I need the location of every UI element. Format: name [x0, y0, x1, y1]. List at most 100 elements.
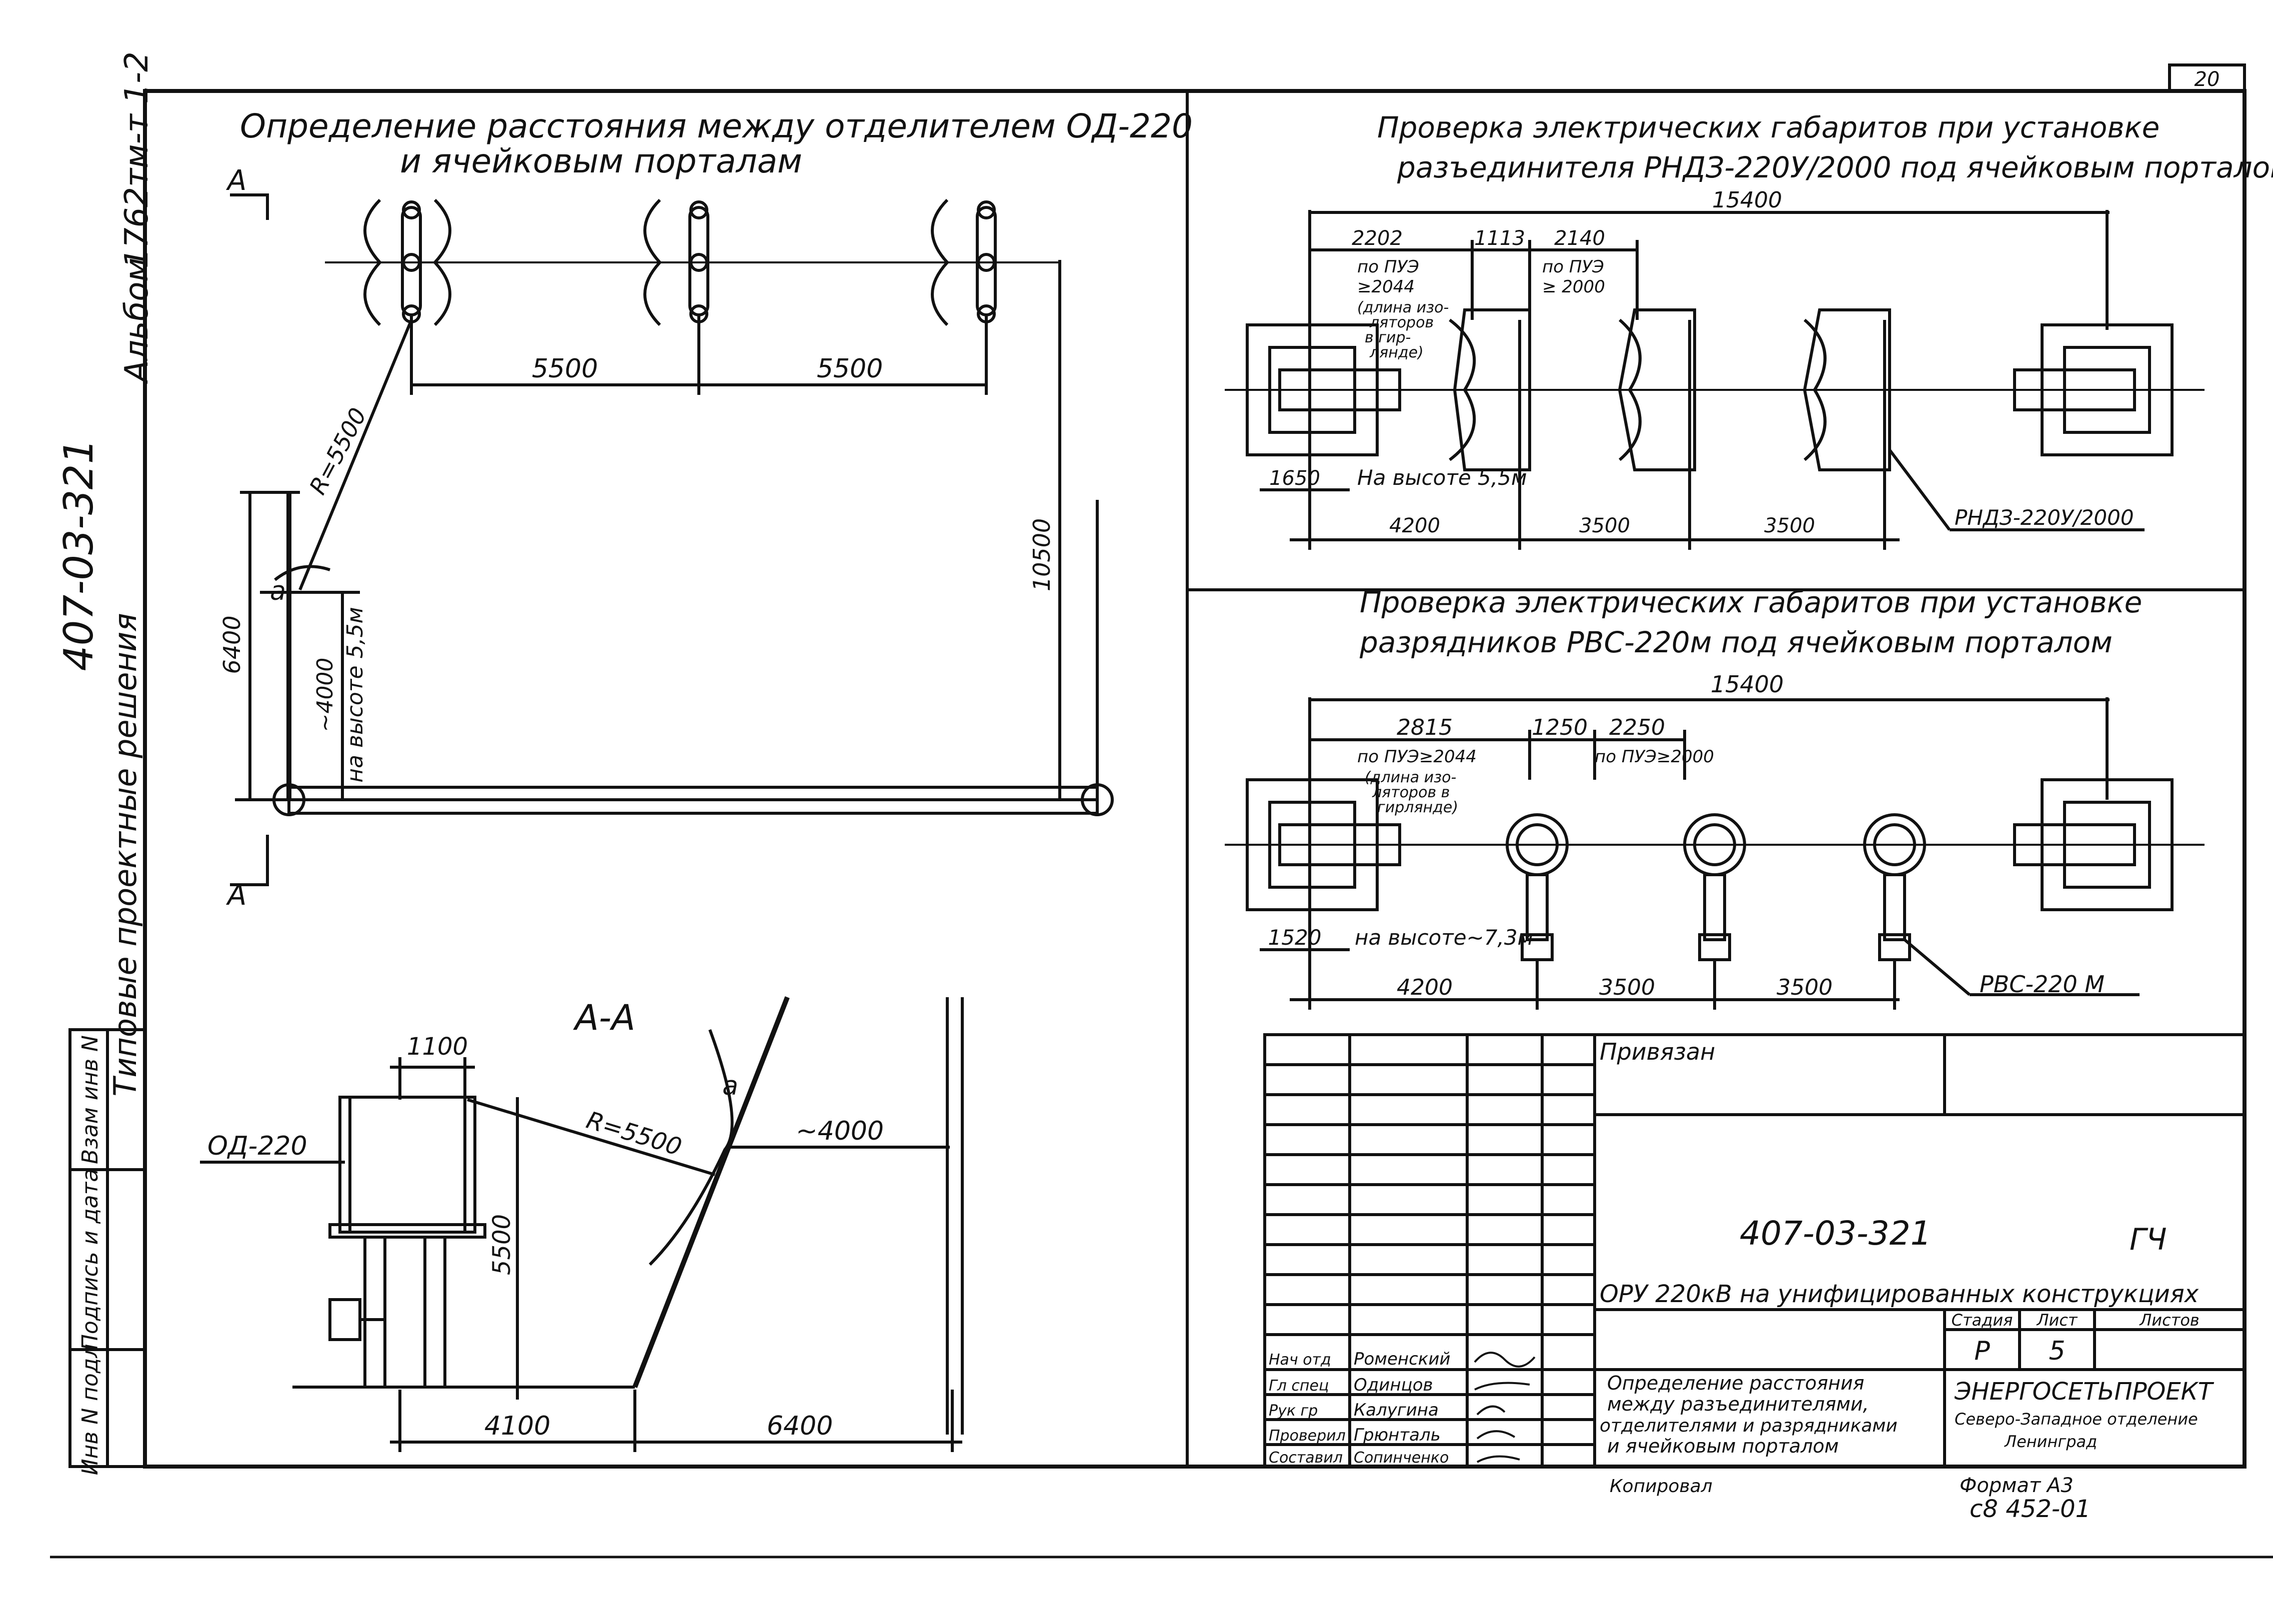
- dim-4000: ~4000: [312, 658, 338, 732]
- top-height-note: На высоте 5,5м: [1357, 465, 1527, 490]
- bottom-dim-3500-b: 3500: [1777, 975, 1833, 1000]
- top-right-title-line1: Проверка электрических габаритов при уст…: [1377, 110, 2160, 144]
- top-dim-3500-a: 3500: [1579, 514, 1630, 537]
- dim-6400: 6400: [218, 615, 245, 674]
- side-project-number: 407-03-321: [55, 439, 102, 671]
- role-4: Проверил: [1269, 1427, 1346, 1445]
- plan-view: [230, 193, 1114, 886]
- org-sub-2: Ленинград: [2004, 1432, 2097, 1451]
- name-3: Калугина: [1354, 1400, 1439, 1420]
- arrester-2: [1683, 813, 1746, 961]
- top-dim-2202: 2202: [1352, 227, 1403, 250]
- point-a-section: а: [722, 1071, 738, 1101]
- dim-6400-section: 6400: [767, 1411, 833, 1441]
- format-label: Формат А3: [1960, 1474, 2074, 1497]
- top-right-title-line2: разъединителя РНДЗ-220У/2000 под ячейков…: [1397, 150, 2273, 184]
- dim-4100: 4100: [484, 1411, 550, 1441]
- drawing-title-3: отделителями и разрядниками: [1600, 1416, 1898, 1436]
- section-title: А-А: [573, 997, 635, 1038]
- top-dim-total: 15400: [1712, 187, 1782, 213]
- top-dim-4200: 4200: [1389, 514, 1440, 537]
- name-1: Роменский: [1354, 1349, 1451, 1369]
- role-5: Составил: [1269, 1449, 1343, 1467]
- drawing-title-1: Определение расстояния: [1607, 1372, 1864, 1394]
- device-label-od220: ОД-220: [207, 1131, 307, 1161]
- top-dim-2140: 2140: [1554, 227, 1605, 250]
- top-dim-1650: 1650: [1269, 467, 1320, 490]
- dim-5500-vertical: 5500: [488, 1214, 516, 1275]
- bottom-dim-1520: 1520: [1268, 925, 1322, 950]
- top-note-left-5: в гир-: [1365, 329, 1411, 346]
- signatures: [1474, 1352, 1536, 1463]
- org-sub-1: Северо-Западное отделение: [1955, 1410, 2198, 1429]
- bottom-height-note: на высоте~7,3м: [1355, 925, 1533, 950]
- attached-label: Привязан: [1600, 1038, 1715, 1065]
- drawing-title-2: между разъединителями,: [1607, 1393, 1869, 1415]
- bottom-note-right: по ПУЭ≥2000: [1595, 747, 1714, 767]
- bottom-note-left-4: гирлянде): [1377, 799, 1458, 816]
- sheet-code: с8 452-01: [1970, 1495, 2091, 1523]
- top-note-left-3: (длина изо-: [1357, 299, 1449, 316]
- point-a: а: [270, 576, 286, 606]
- bottom-device-label: РВС-220 М: [1980, 971, 2105, 998]
- name-5: Сопинченко: [1354, 1449, 1449, 1467]
- top-note-right-1: по ПУЭ: [1542, 257, 1604, 277]
- col-sheets: Листов: [2139, 1311, 2200, 1330]
- dim-5500-a: 5500: [532, 354, 598, 384]
- object-name: ОРУ 220кВ на унифицированных конструкция…: [1600, 1280, 2199, 1308]
- bottom-right-title-line1: Проверка электрических габаритов при уст…: [1360, 585, 2142, 619]
- dim-4000-section: ~4000: [796, 1116, 884, 1146]
- role-2: Гл спец: [1269, 1377, 1329, 1395]
- top-note-left-6: лянде): [1369, 344, 1424, 361]
- album-label: Альбом: [118, 257, 155, 384]
- bottom-note-left-2: (длина изо-: [1365, 769, 1456, 786]
- dim-5500-b: 5500: [817, 354, 883, 384]
- bottom-dim-4200: 4200: [1397, 975, 1453, 1000]
- bottom-dim-1250: 1250: [1532, 715, 1588, 740]
- stamp-inv-original: Инв N подл: [77, 1344, 103, 1476]
- top-note-left-1: по ПУЭ: [1357, 257, 1419, 277]
- sheet-value: 5: [2049, 1336, 2065, 1366]
- bottom-dim-2250: 2250: [1609, 715, 1665, 740]
- copied-label: Копировал: [1610, 1476, 1713, 1497]
- bottom-right-title-line2: разрядников РВС-220м под ячейковым порта…: [1359, 625, 2113, 659]
- top-device-label: РНДЗ-220У/2000: [1955, 505, 2134, 530]
- radius-label: R=5500: [304, 403, 372, 499]
- section-view: [200, 996, 964, 1452]
- radius-label-section: R=5500: [583, 1106, 685, 1162]
- dim-10500: 10500: [1028, 518, 1055, 591]
- col-sheet: Лист: [2036, 1311, 2078, 1330]
- bottom-dim-3500-a: 3500: [1599, 975, 1655, 1000]
- drawing-title-4: и ячейковым порталом: [1607, 1435, 1839, 1457]
- section-mark-bottom: А: [226, 879, 246, 912]
- col-stage: Стадия: [1952, 1311, 2013, 1330]
- bottom-dim-2815: 2815: [1397, 715, 1453, 740]
- sheet-corner-number: 20: [2195, 68, 2220, 91]
- album-code: 1762тм-т 1-2: [118, 51, 155, 268]
- disconnector-layout: [1225, 210, 2205, 550]
- name-4: Грюнталь: [1354, 1425, 1441, 1445]
- top-note-left-2: ≥2044: [1357, 277, 1415, 297]
- top-note-right-2: ≥ 2000: [1542, 277, 1605, 297]
- bottom-note-left-1: по ПУЭ≥2044: [1357, 747, 1477, 767]
- bottom-note-left-3: ляторов в: [1372, 784, 1450, 801]
- doc-number: 407-03-321: [1740, 1214, 1932, 1253]
- org-name: ЭНЕРГОСЕТЬПРОЕКТ: [1954, 1378, 2215, 1406]
- top-dim-3500-b: 3500: [1764, 514, 1815, 537]
- left-title-line2: и ячейковым порталам: [400, 142, 802, 180]
- left-title-line1: Определение расстояния между отделителем…: [240, 107, 1193, 145]
- role-1: Нач отд: [1269, 1351, 1331, 1369]
- top-dim-1113: 1113: [1474, 227, 1525, 250]
- stamp-sign-date: Подпись и дата: [77, 1169, 103, 1351]
- top-note-left-4: ляторов: [1369, 314, 1434, 331]
- name-2: Одинцов: [1354, 1375, 1433, 1395]
- height-note-left: на высоте 5,5м: [342, 607, 368, 782]
- bottom-dim-total: 15400: [1711, 671, 1784, 698]
- title-block-grid: [1263, 1033, 2246, 1468]
- dim-1100: 1100: [407, 1033, 468, 1061]
- arrester-3: [1863, 813, 1926, 961]
- stamp-replace-inv: Взам инв N: [77, 1035, 103, 1164]
- role-3: Рук гр: [1269, 1402, 1318, 1420]
- arrester-layout: [1225, 697, 2205, 1010]
